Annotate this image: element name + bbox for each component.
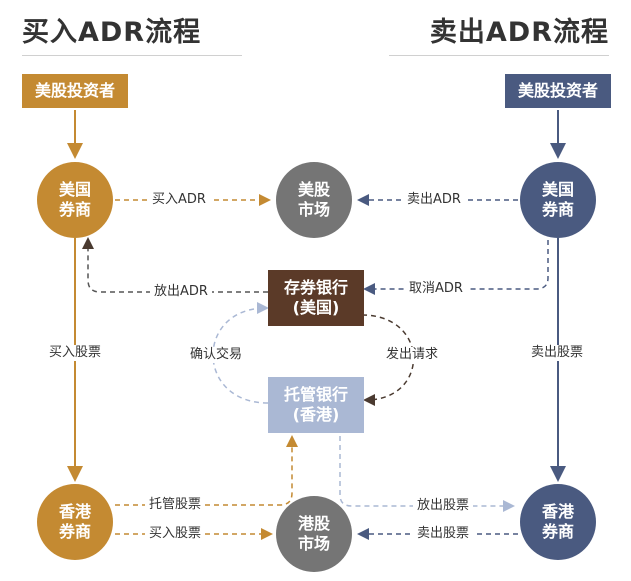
label-sell-adr: 卖出ADR (403, 192, 465, 208)
buy-process-title: 买入ADR流程 (22, 17, 202, 48)
buy-title-rule (22, 55, 242, 56)
depositary-bank-node: 存券银行 (美国) (268, 270, 364, 326)
label-sell-shares-right: 卖出股票 (527, 345, 588, 361)
label-sell-shares-bottom: 卖出股票 (413, 526, 474, 542)
hk-broker-buy-node: 香港 券商 (37, 484, 113, 560)
label-cancel-adr: 取消ADR (405, 281, 467, 297)
hk-market-node: 港股 市场 (276, 496, 352, 572)
label-send-request: 发出请求 (382, 347, 443, 363)
us-market-node: 美股 市场 (276, 162, 352, 238)
label-buy-adr: 买入ADR (148, 192, 210, 208)
us-broker-sell-node: 美国 券商 (520, 162, 596, 238)
label-release-shares: 放出股票 (413, 498, 474, 514)
hk-broker-sell-node: 香港 券商 (520, 484, 596, 560)
custodian-bank-node: 托管银行 (香港) (268, 377, 364, 433)
link-release-shares (339, 436, 515, 512)
label-buy-shares-left: 买入股票 (45, 345, 106, 361)
label-issue-adr: 放出ADR (150, 284, 212, 300)
buy-investor-box: 美股投资者 (22, 74, 128, 108)
label-confirm-trade: 确认交易 (186, 347, 247, 363)
sell-process-title: 卖出ADR流程 (429, 17, 609, 48)
link-custody-shares (115, 435, 298, 506)
label-custody-shares: 托管股票 (145, 497, 206, 513)
us-broker-buy-node: 美国 券商 (37, 162, 113, 238)
sell-investor-box: 美股投资者 (505, 74, 611, 108)
link-cancel-adr (363, 240, 549, 295)
label-buy-shares-bottom: 买入股票 (145, 526, 206, 542)
sell-title-rule (389, 55, 609, 56)
